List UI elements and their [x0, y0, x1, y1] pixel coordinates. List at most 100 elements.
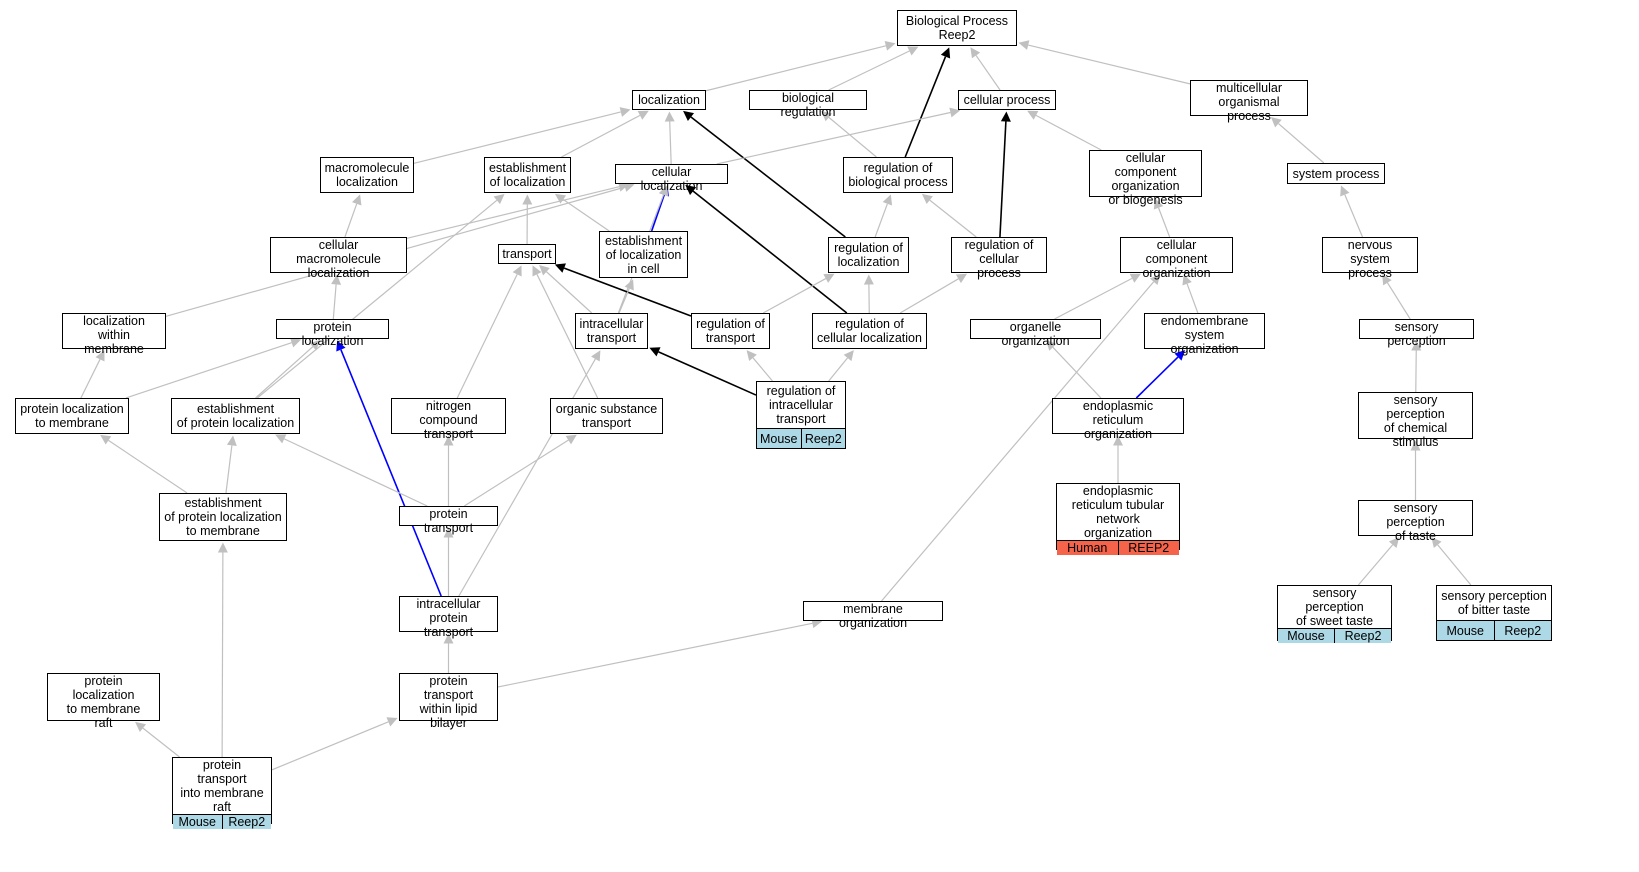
- go-term-node-er-tubular-network-organization[interactable]: endoplasmic reticulum tubular network or…: [1056, 483, 1180, 555]
- species-tag: Mouse: [757, 429, 801, 448]
- go-term-node-transport[interactable]: transport: [498, 244, 556, 264]
- go-term-node-sensory-perception-of-taste[interactable]: sensory perception of taste: [1358, 500, 1473, 543]
- edge-line: [1278, 123, 1325, 164]
- go-term-node-endomembrane-system-organization[interactable]: endomembrane system organization: [1144, 313, 1265, 356]
- go-term-node-establishment-of-localization-in-cell[interactable]: establishment of localization in cell: [599, 231, 688, 278]
- edge-regulation-of-cellular-localization-to-regulation-of-localization: [863, 274, 874, 314]
- go-term-node-localization[interactable]: localization: [632, 90, 706, 110]
- go-term-node-protein-transport[interactable]: protein transport: [399, 506, 498, 535]
- go-term-node-organelle-organization[interactable]: organelle organization: [970, 319, 1101, 348]
- go-term-node-protein-localization-to-membrane-raft[interactable]: protein localization to membrane raft: [47, 673, 160, 730]
- edge-arrowhead: [649, 347, 661, 357]
- edge-line: [458, 358, 596, 597]
- edge-arrowhead: [823, 273, 835, 283]
- go-term-label: localization within membrane: [83, 314, 145, 356]
- go-term-label: regulation of transport: [696, 317, 765, 345]
- edge-line: [1157, 207, 1171, 238]
- edge-line: [562, 199, 610, 232]
- go-term-node-regulation-of-localization[interactable]: regulation of localization: [828, 237, 909, 273]
- edge-cellular-localization-to-localization: [664, 111, 675, 165]
- edge-line: [828, 357, 849, 382]
- go-term-node-regulation-of-transport[interactable]: regulation of transport: [691, 313, 770, 349]
- go-term-node-establishment-of-protein-localization[interactable]: establishment of protein localization: [171, 398, 300, 434]
- go-term-node-protein-localization[interactable]: protein localization: [276, 319, 389, 348]
- go-term-node-establishment-of-localization[interactable]: establishment of localization: [484, 157, 571, 193]
- edge-system-process-to-multicellular-organismal-process: [1270, 116, 1325, 164]
- edge-line: [1135, 356, 1179, 399]
- edge-line: [904, 56, 947, 158]
- go-term-node-multicellular-organismal-process[interactable]: multicellular organismal process: [1190, 80, 1308, 123]
- go-term-node-regulation-of-biological-process[interactable]: regulation of biological process: [843, 157, 953, 193]
- go-term-node-nervous-system-process[interactable]: nervous system process: [1322, 237, 1418, 280]
- edge-intracellular-protein-transport-to-protein-transport: [443, 527, 454, 596]
- edge-intracellular-protein-transport-to-protein-localization: [336, 340, 442, 597]
- go-term-node-nitrogen-compound-transport[interactable]: nitrogen compound transport: [391, 398, 506, 441]
- edge-line: [1437, 544, 1472, 586]
- go-term-node-localization-within-membrane[interactable]: localization within membrane: [62, 313, 166, 356]
- edge-line: [899, 278, 959, 314]
- edge-endomembrane-system-organization-to-cellular-component-organization: [1182, 274, 1199, 314]
- go-term-node-endoplasmic-reticulum-organization[interactable]: endoplasmic reticulum organization: [1052, 398, 1184, 441]
- go-term-node-organic-substance-transport[interactable]: organic substance transport: [550, 398, 663, 434]
- go-term-node-regulation-of-cellular-process[interactable]: regulation of cellular process: [951, 237, 1047, 280]
- go-term-label: sensory perception of taste: [1386, 501, 1445, 543]
- edge-line: [497, 622, 813, 688]
- go-term-node-cellular-localization[interactable]: cellular localization: [615, 164, 728, 193]
- go-term-label: nitrogen compound transport: [419, 399, 478, 441]
- edge-line: [650, 194, 665, 232]
- edge-establishment-of-localization-in-cell-to-establishment-of-localization: [555, 193, 610, 232]
- edge-protein-localization-to-cellular-macromolecule-localization: [331, 274, 342, 320]
- edge-regulation-of-intracellular-transport-to-intracellular-transport: [649, 347, 757, 396]
- go-term-label: endoplasmic reticulum organization: [1082, 399, 1154, 441]
- edge-arrowhead: [1182, 274, 1192, 286]
- edge-arrowhead: [522, 194, 533, 205]
- edge-regulation-of-intracellular-transport-to-regulation-of-transport: [746, 350, 773, 382]
- edge-cellular-process-to-root: [970, 47, 1001, 91]
- edge-line: [80, 359, 101, 399]
- edge-arrowhead: [955, 273, 968, 284]
- go-term-node-protein-transport-within-lipid-bilayer[interactable]: protein transport within lipid bilayer: [399, 673, 498, 730]
- go-term-label: organelle organization: [1001, 320, 1070, 348]
- edge-line: [108, 439, 188, 494]
- edge-line: [1344, 194, 1364, 238]
- go-term-node-sensory-perception-of-chemical-stimulus[interactable]: sensory perception of chemical stimulus: [1358, 392, 1473, 449]
- edge-line: [546, 271, 593, 314]
- go-term-node-cellular-macromolecule-localization[interactable]: cellular macromolecule localization: [270, 237, 407, 280]
- go-term-label: cellular component organization or bioge…: [1108, 151, 1183, 207]
- species-tag: Mouse: [1437, 621, 1494, 640]
- go-term-node-macromolecule-localization[interactable]: macromolecule localization: [320, 157, 414, 193]
- go-term-node-sensory-perception[interactable]: sensory perception: [1359, 319, 1474, 348]
- edge-line: [283, 438, 428, 507]
- go-term-node-establishment-of-protein-localization-to-membrane[interactable]: establishment of protein localization to…: [159, 493, 287, 541]
- edge-biological-regulation-to-root: [828, 46, 919, 91]
- go-term-node-intracellular-protein-transport[interactable]: intracellular protein transport: [399, 596, 498, 639]
- go-term-node-protein-localization-to-membrane[interactable]: protein localization to membrane: [15, 398, 129, 434]
- go-term-node-system-process[interactable]: system process: [1287, 163, 1385, 184]
- go-term-node-root[interactable]: Biological Process Reep2: [897, 10, 1017, 46]
- edge-sensory-perception-of-taste-to-sensory-perception-of-chemical-stimulus: [1410, 440, 1421, 500]
- go-term-node-biological-regulation[interactable]: biological regulation: [749, 90, 867, 119]
- edge-establishment-of-protein-localization-to-establishment-of-localization: [256, 193, 505, 399]
- go-term-node-cellular-process[interactable]: cellular process: [958, 90, 1056, 110]
- edge-line: [999, 121, 1007, 238]
- go-term-label: regulation of biological process: [848, 161, 948, 189]
- edge-arrowhead: [658, 185, 669, 197]
- edge-cellular-localization-to-cellular-process: [716, 107, 961, 165]
- edge-membrane-organization-to-cellular-component-organization: [881, 274, 1161, 602]
- go-term-node-cellular-component-organization[interactable]: cellular component organization: [1120, 237, 1233, 280]
- go-term-node-cellular-component-organization-or-biogenesis[interactable]: cellular component organization or bioge…: [1089, 150, 1202, 207]
- edge-sensory-perception-of-chemical-stimulus-to-sensory-perception: [1411, 340, 1422, 393]
- edge-arrowhead: [843, 350, 854, 362]
- go-term-node-intracellular-transport[interactable]: intracellular transport: [575, 313, 648, 349]
- edge-macromolecule-localization-to-localization: [413, 107, 631, 164]
- go-term-node-membrane-organization[interactable]: membrane organization: [803, 601, 943, 630]
- go-term-label: nervous system process: [1347, 238, 1393, 280]
- edge-line: [1054, 277, 1133, 320]
- go-term-node-regulation-of-cellular-localization[interactable]: regulation of cellular localization: [812, 313, 927, 349]
